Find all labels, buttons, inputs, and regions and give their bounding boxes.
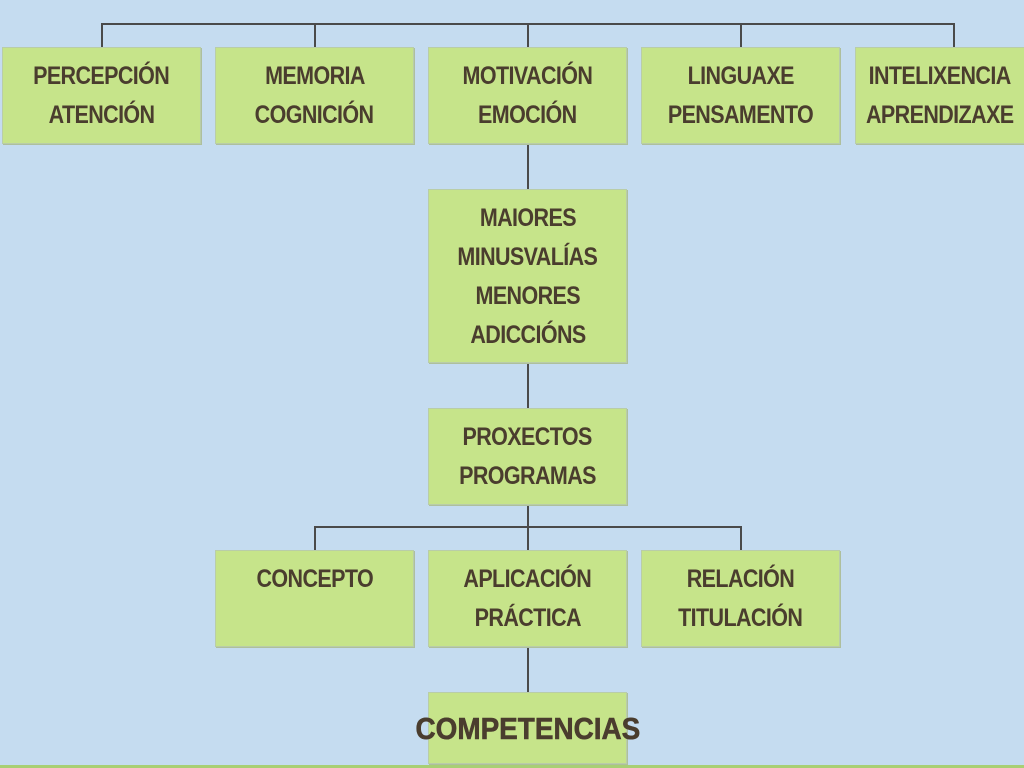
box-motivacion-emocion: MOTIVACIÓN EMOCIÓN <box>428 47 627 144</box>
box-line: EMOCIÓN <box>478 101 577 129</box>
box-proxectos-programas: PROXECTOS PROGRAMAS <box>428 408 627 505</box>
box-line: ATENCIÓN <box>48 101 155 129</box>
box-line: LINGUAXE <box>687 62 794 90</box>
box-line: PERCEPCIÓN <box>33 62 170 90</box>
box-line: APRENDIZAXE <box>865 101 1014 129</box>
box-aplicacion-practica: APLICACIÓN PRÁCTICA <box>428 550 627 647</box>
box-linguaxe-pensamento: LINGUAXE PENSAMENTO <box>641 47 840 144</box>
box-maiores-minusvalias: MAIORES MINUSVALÍAS MENORES ADICCIÓNS <box>428 189 627 363</box>
box-line: MENORES <box>475 282 580 310</box>
connector-aplicacion-to-competencias <box>527 646 529 692</box>
connector-bottom-2 <box>527 526 529 550</box>
box-percepcion-atencion: PERCEPCIÓN ATENCIÓN <box>2 47 201 144</box>
box-concepto: CONCEPTO <box>215 550 414 647</box>
connector-top-4 <box>740 23 742 47</box>
box-line: INTELIXENCIA <box>868 62 1011 90</box>
connector-top-1 <box>101 23 103 47</box>
box-line: PROGRAMAS <box>459 462 596 490</box>
box-line: APLICACIÓN <box>463 565 592 593</box>
connector-bottom-3 <box>740 526 742 550</box>
box-intelixencia-aprendizaxe: INTELIXENCIA APRENDIZAXE <box>855 47 1024 144</box>
box-line: COGNICIÓN <box>255 101 374 129</box>
box-line: MINUSVALÍAS <box>457 243 599 271</box>
box-competencias: COMPETENCIAS <box>415 692 640 764</box>
connector-bottom-1 <box>314 526 316 550</box>
box-line: ADICCIÓNS <box>469 321 586 349</box>
box-line: TITULACIÓN <box>678 604 803 632</box>
connector-proxectos-down <box>527 504 529 528</box>
box-memoria-cognicion: MEMORIA COGNICIÓN <box>215 47 414 144</box>
box-line: MOTIVACIÓN <box>462 62 593 90</box>
connector-top-3 <box>527 23 529 47</box>
box-line: RELACIÓN <box>686 565 795 593</box>
box-line: PRÁCTICA <box>474 604 581 632</box>
connector-top-5 <box>953 23 955 47</box>
bottom-accent-bar <box>0 765 1024 768</box>
box-line: CONCEPTO <box>256 565 373 593</box>
box-line: COMPETENCIAS <box>415 710 640 746</box>
connector-motivacion-to-maiores <box>527 143 529 189</box>
box-line: MEMORIA <box>264 62 365 90</box>
box-line: PROXECTOS <box>462 423 593 451</box>
box-line: MAIORES <box>479 204 576 232</box>
box-relacion-titulacion: RELACIÓN TITULACIÓN <box>641 550 840 647</box>
connector-maiores-to-proxectos <box>527 362 529 408</box>
connector-top-2 <box>314 23 316 47</box>
box-line: PENSAMENTO <box>667 101 814 129</box>
